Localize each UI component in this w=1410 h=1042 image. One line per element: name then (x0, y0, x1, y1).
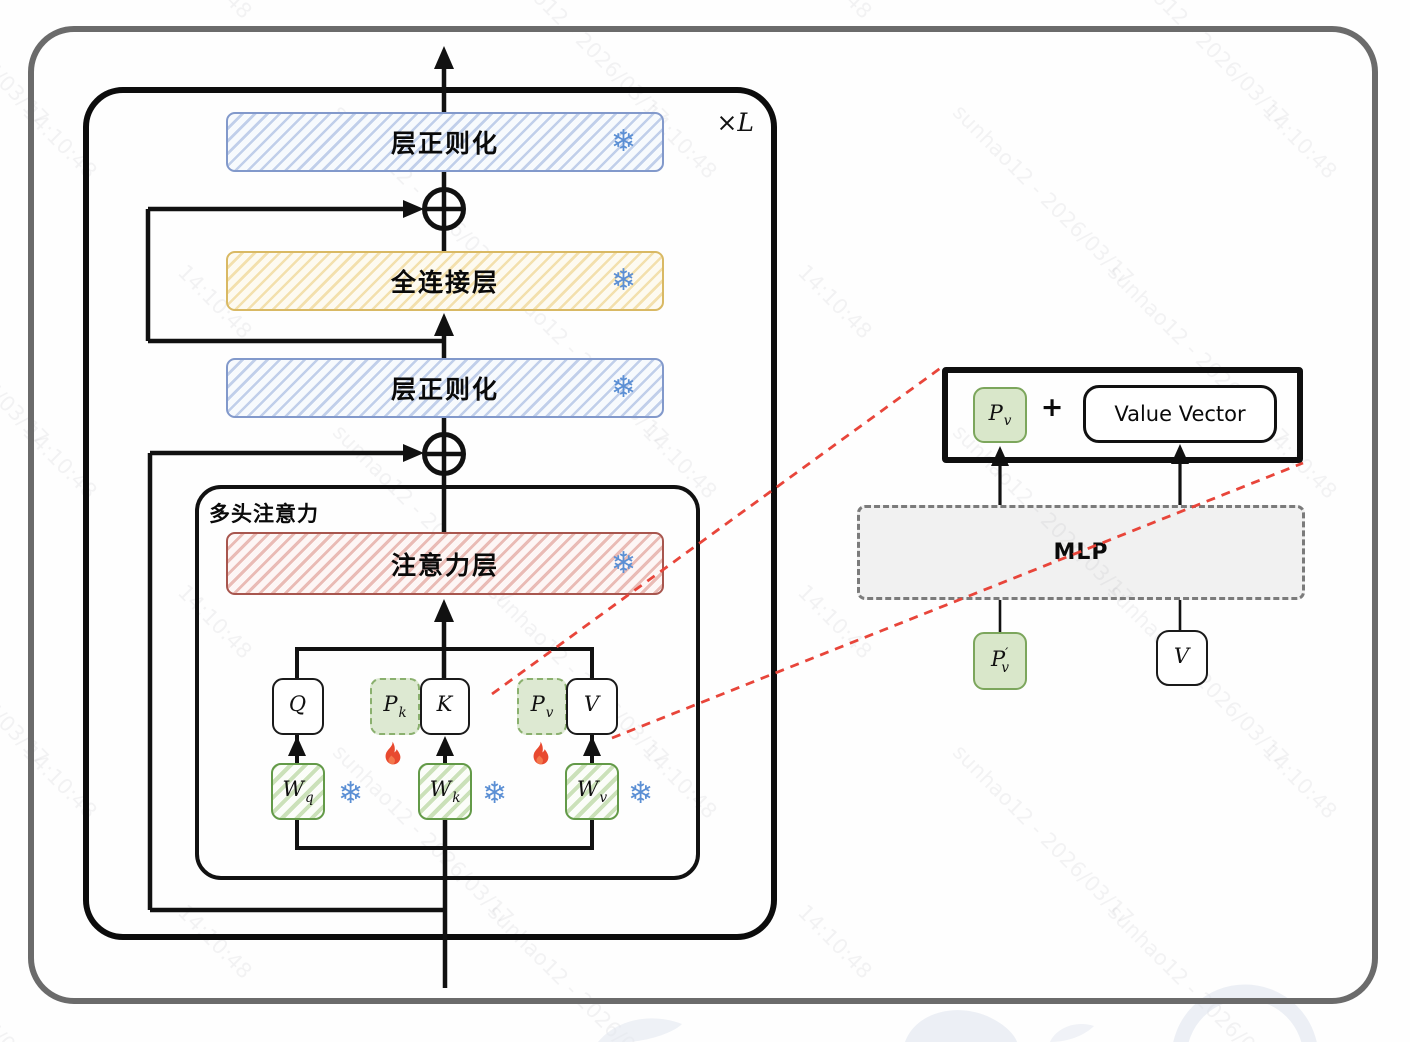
wq-label: W (282, 777, 304, 802)
layer-norm-mid-label: 层正则化 (390, 375, 499, 404)
wk-label: W (429, 777, 452, 802)
frozen-icon: ❄ (610, 370, 636, 405)
v-box: V (566, 678, 618, 735)
v-zoom-label: V (1173, 643, 1190, 668)
feed-forward-bar: 全连接层 ❄ (226, 251, 664, 311)
attention-layer-label: 注意力层 (390, 550, 499, 580)
prefix-v-label: P (530, 692, 545, 717)
output-arrowhead (434, 46, 454, 69)
value-vector-label: Value Vector (1114, 402, 1246, 426)
v-arrowhead (583, 736, 601, 756)
attention-layer-bar: 注意力层 ❄ (226, 532, 664, 595)
add-icon (422, 432, 466, 476)
prefix-v-box: Pv (517, 678, 567, 735)
skip1-arrowhead (403, 200, 424, 218)
outer-gray-frame (28, 26, 1378, 1004)
wq-weight-box: Wq (271, 763, 325, 820)
v-input-box-zoom: V (1156, 630, 1208, 686)
pv-prime-box: P′v (973, 632, 1027, 690)
k-label: K (436, 692, 453, 717)
feed-forward-label: 全连接层 (390, 268, 499, 297)
plus-operator: + (1040, 392, 1064, 423)
pv-prefix-box-zoom: Pv (973, 387, 1027, 443)
add-icon (422, 187, 466, 231)
wv-label: W (576, 777, 599, 802)
wv-weight-box: Wv (565, 763, 619, 820)
v-label: V (583, 692, 600, 717)
mlp-box: MLP (857, 505, 1305, 600)
q-label: Q (288, 692, 307, 717)
ffn-input-arrowhead (434, 313, 454, 336)
prefix-k-box: Pk (370, 678, 420, 735)
frozen-icon: ❄ (610, 263, 636, 298)
value-vector-box: Value Vector (1083, 385, 1277, 443)
frozen-icon: ❄ (610, 124, 636, 159)
frozen-icon: ❄ (628, 776, 654, 811)
pv-zoom-label: P (988, 400, 1003, 425)
fire-icon (533, 741, 549, 765)
frozen-icon: ❄ (338, 776, 364, 811)
skip2-arrowhead (403, 444, 424, 462)
fire-icon (385, 741, 401, 765)
zoom-detail-frame (942, 367, 1303, 463)
wk-weight-box: Wk (418, 763, 472, 820)
frozen-icon: ❄ (482, 776, 508, 811)
layer-norm-top-label: 层正则化 (390, 129, 499, 158)
k-arrowhead (436, 736, 454, 756)
q-box: Q (272, 678, 324, 735)
k-box: K (420, 678, 470, 735)
frozen-icon: ❄ (610, 545, 636, 581)
prefix-k-label: P (383, 692, 398, 717)
layer-norm-mid-bar: 层正则化 ❄ (226, 358, 664, 418)
q-arrowhead (288, 736, 306, 756)
layer-norm-top-bar: 层正则化 ❄ (226, 112, 664, 172)
attention-input-arrowhead (434, 599, 454, 622)
repeat-times-label: ×L (716, 108, 754, 137)
multi-head-attention-label: 多头注意力 (209, 502, 319, 526)
mlp-label: MLP (1053, 540, 1109, 565)
